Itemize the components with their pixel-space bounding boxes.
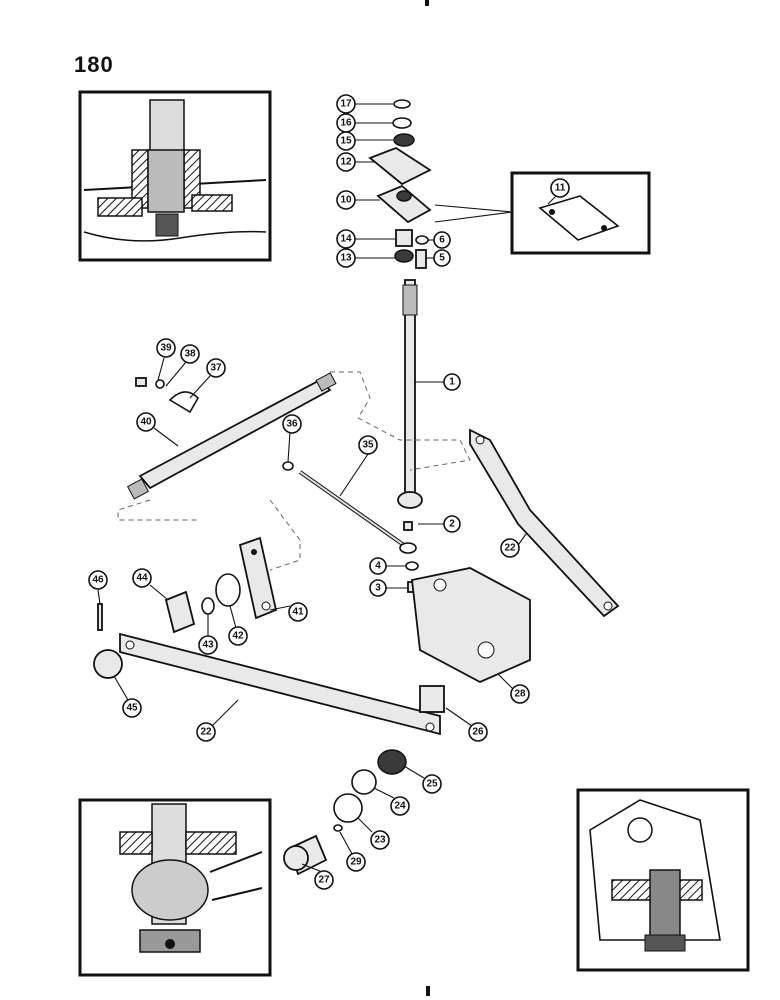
- callout-12: 12: [336, 152, 356, 172]
- callout-22-upper: 22: [500, 538, 520, 558]
- svg-text:41: 41: [292, 607, 304, 618]
- callout-1: 1: [443, 373, 461, 391]
- callout-26: 26: [468, 722, 488, 742]
- callout-14: 14: [336, 229, 356, 249]
- callout-35: 35: [358, 435, 378, 455]
- svg-text:28: 28: [514, 689, 526, 700]
- inset-top-left: [78, 90, 272, 262]
- callout-28: 28: [510, 684, 530, 704]
- svg-text:3: 3: [375, 583, 381, 594]
- callout-4: 4: [369, 557, 387, 575]
- svg-text:4: 4: [375, 561, 381, 572]
- svg-text:10: 10: [340, 195, 352, 206]
- callout-17: 17: [336, 94, 356, 114]
- callout-43: 43: [198, 635, 218, 655]
- svg-text:46: 46: [92, 575, 104, 586]
- callout-11: 11: [550, 178, 570, 198]
- callout-42: 42: [228, 626, 248, 646]
- svg-text:37: 37: [210, 363, 222, 374]
- inset-upper-right: [434, 171, 651, 255]
- callout-15: 15: [336, 131, 356, 151]
- svg-text:15: 15: [340, 136, 352, 147]
- svg-text:42: 42: [232, 631, 244, 642]
- callout-2: 2: [443, 515, 461, 533]
- callout-13: 13: [336, 248, 356, 268]
- svg-text:24: 24: [394, 801, 406, 812]
- callout-22-lower: 22: [196, 722, 216, 742]
- callout-44: 44: [132, 568, 152, 588]
- svg-text:22: 22: [504, 543, 516, 554]
- svg-text:44: 44: [136, 573, 148, 584]
- callout-46: 46: [88, 570, 108, 590]
- callout-37: 37: [206, 358, 226, 378]
- steering-shaft: [397, 279, 423, 509]
- svg-text:1: 1: [449, 377, 455, 388]
- svg-text:17: 17: [340, 99, 352, 110]
- svg-text:13: 13: [340, 253, 352, 264]
- svg-text:11: 11: [555, 183, 566, 194]
- svg-text:26: 26: [472, 727, 484, 738]
- svg-text:6: 6: [439, 235, 445, 246]
- svg-text:43: 43: [202, 640, 214, 651]
- callout-23: 23: [370, 830, 390, 850]
- callout-29: 29: [346, 852, 366, 872]
- inset-bottom-left: [78, 798, 272, 977]
- svg-text:14: 14: [340, 234, 352, 245]
- callout-16: 16: [336, 113, 356, 133]
- svg-text:40: 40: [140, 417, 152, 428]
- callout-36: 36: [282, 414, 302, 434]
- callout-6: 6: [433, 231, 451, 249]
- svg-text:16: 16: [340, 118, 352, 129]
- inset-bottom-right: [576, 788, 750, 972]
- callout-39: 39: [156, 338, 176, 358]
- callout-27: 27: [314, 870, 334, 890]
- callout-41: 41: [288, 602, 308, 622]
- svg-text:35: 35: [362, 440, 374, 451]
- callout-40: 40: [136, 412, 156, 432]
- callout-25: 25: [422, 774, 442, 794]
- svg-text:12: 12: [340, 157, 352, 168]
- callout-24: 24: [390, 796, 410, 816]
- svg-text:25: 25: [426, 779, 438, 790]
- leader-lines: [97, 103, 557, 873]
- svg-text:5: 5: [439, 253, 445, 264]
- page-number: 180: [74, 52, 114, 77]
- callout-45: 45: [122, 698, 142, 718]
- callout-5: 5: [433, 249, 451, 267]
- svg-text:22: 22: [200, 727, 212, 738]
- callout-38: 38: [180, 344, 200, 364]
- callout-3: 3: [369, 579, 387, 597]
- svg-text:36: 36: [286, 419, 298, 430]
- callout-10: 10: [336, 190, 356, 210]
- svg-text:23: 23: [374, 835, 386, 846]
- cross-shaft: [126, 372, 337, 500]
- svg-text:2: 2: [449, 519, 455, 530]
- svg-text:29: 29: [350, 857, 362, 868]
- svg-text:45: 45: [126, 703, 138, 714]
- svg-text:38: 38: [184, 349, 196, 360]
- svg-text:27: 27: [318, 875, 330, 886]
- svg-text:39: 39: [160, 343, 172, 354]
